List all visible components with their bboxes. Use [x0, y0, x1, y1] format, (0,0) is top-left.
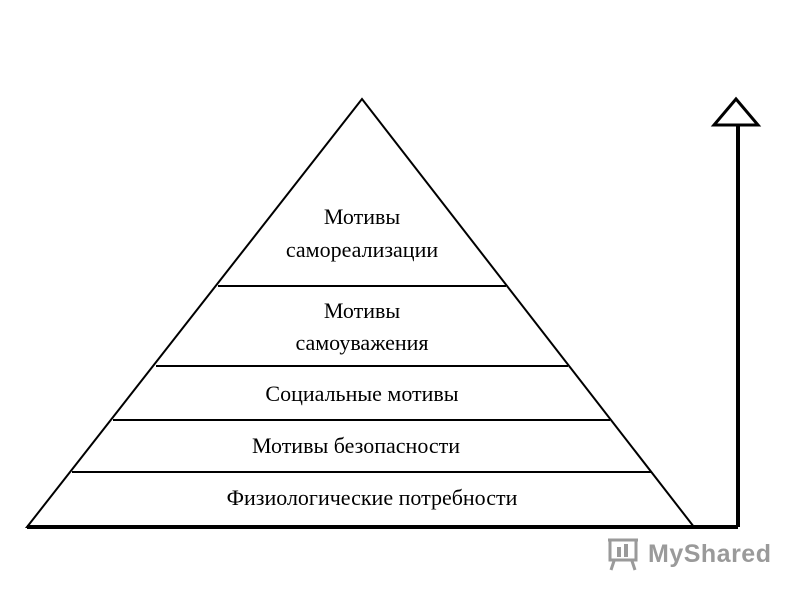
arrow-up-icon [710, 96, 762, 527]
watermark: MyShared [606, 536, 771, 572]
level-2-line-1: Мотивы [324, 298, 400, 323]
level-5-label: Физиологические потребности [227, 485, 518, 510]
level-1-line-2: самореализации [286, 237, 438, 262]
level-3-label: Социальные мотивы [265, 381, 458, 406]
presentation-board-icon [608, 538, 638, 571]
level-1-line-1: Мотивы [324, 204, 400, 229]
level-2-line-2: самоуважения [295, 330, 428, 355]
watermark-text: MyShared [648, 539, 772, 568]
level-4-label: Мотивы безопасности [252, 433, 460, 458]
